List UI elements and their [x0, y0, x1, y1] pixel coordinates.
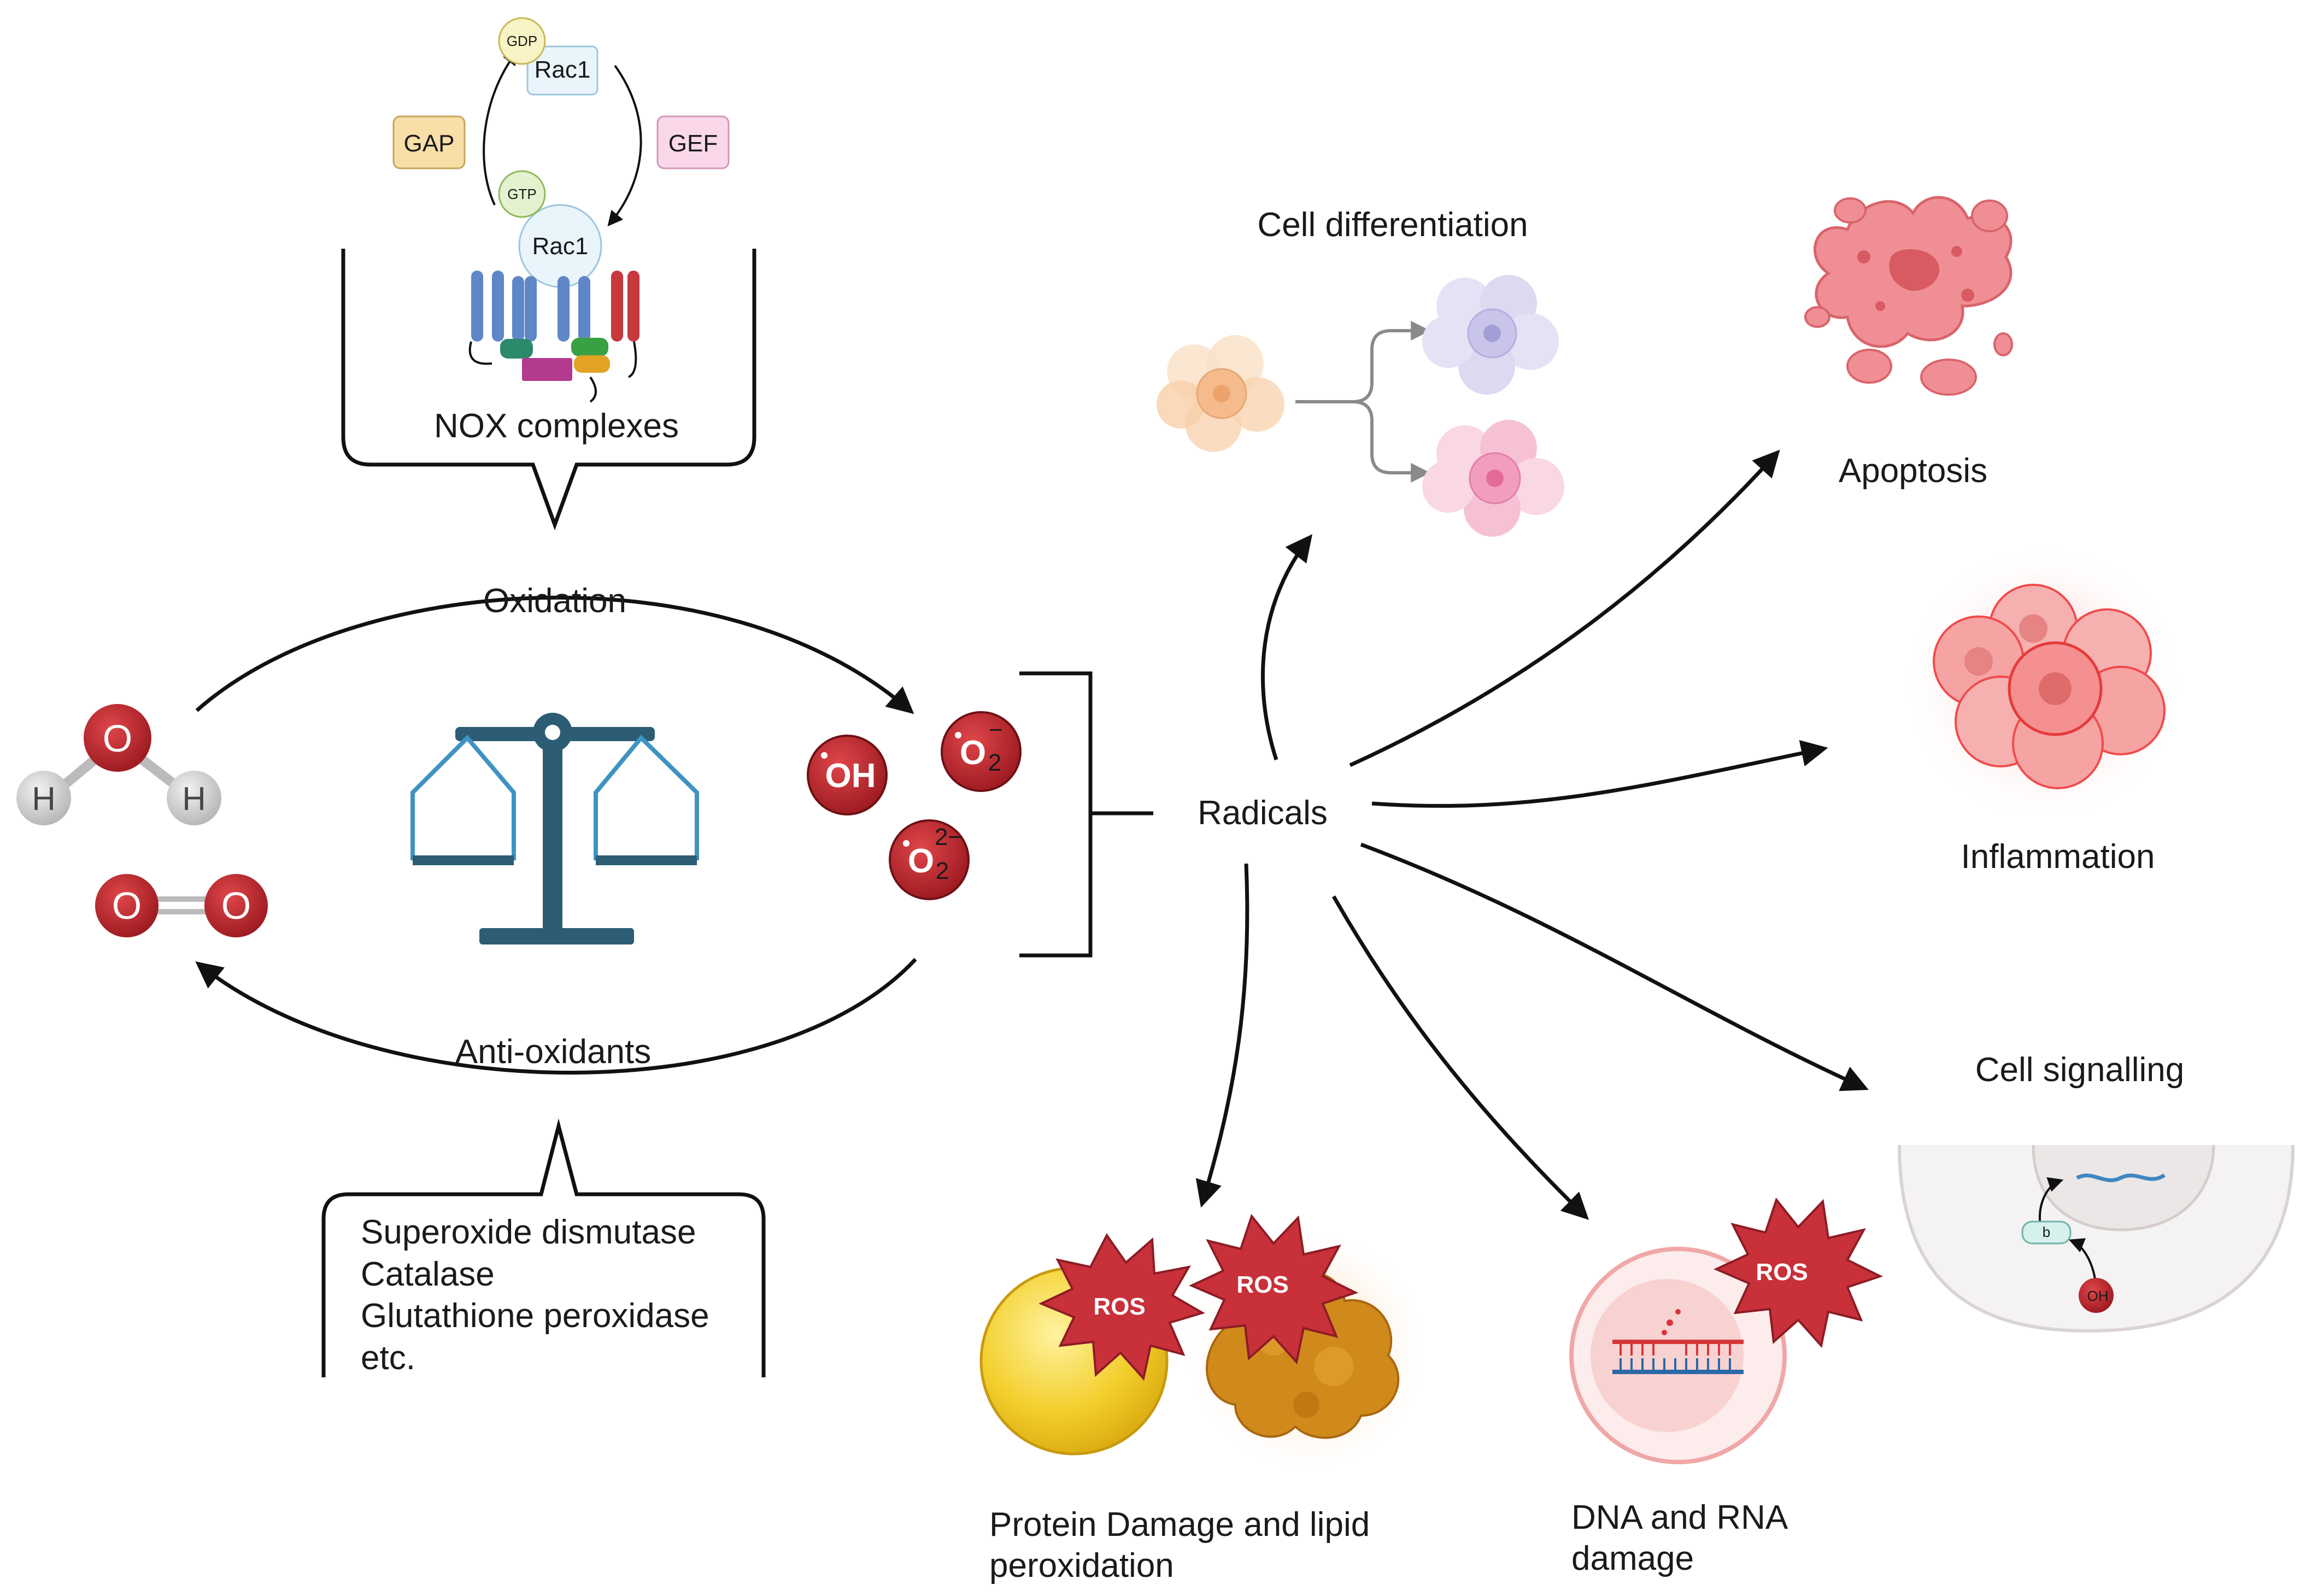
oxidation-arrow [195, 595, 914, 714]
gap-box [392, 115, 466, 169]
nox-complexes-label: NOX complexes [434, 407, 679, 445]
antioxidant-arrow [195, 958, 917, 1075]
antioxidants-label: Anti-oxidants [455, 1033, 651, 1071]
ros-star-3: ROS [1714, 1197, 1884, 1348]
antioxidant-item-1: Catalase [361, 1255, 495, 1293]
ros-label-1: ROS [1093, 1293, 1145, 1320]
radicals-label: Radicals [1198, 794, 1328, 832]
differentiation-arrow-bottom [1352, 400, 1431, 483]
nox-membrane-proteins [468, 271, 639, 403]
rac1-bottom-label: Rac1 [532, 233, 589, 260]
protein-damage-label-line2: peroxidation [989, 1547, 1174, 1585]
outcome-arrows [1195, 449, 1869, 1220]
gef-label: GEF [668, 130, 718, 157]
dna-damage-label-line2: damage [1571, 1540, 1694, 1577]
ros-label-2: ROS [1236, 1271, 1288, 1298]
gap-arrow [483, 49, 519, 206]
ros-star-1: ROS [1038, 1233, 1205, 1381]
antioxidant-item-3: etc. [361, 1339, 415, 1377]
water-oxygen: O [103, 717, 132, 760]
nox-bracket [341, 249, 756, 531]
cell-signalling-label: Cell signalling [1975, 1051, 2185, 1089]
dna-damage-label-line1: DNA and RNA [1571, 1499, 1788, 1536]
cell-signalling-inset: b OH [1898, 1145, 2295, 1333]
inflammation-label: Inflammation [1961, 838, 2155, 876]
antioxidant-list-bracket [321, 1118, 766, 1377]
gdp-label: GDP [507, 33, 537, 49]
gtp-label: GTP [507, 186, 536, 202]
ros-star-2: ROS [1189, 1213, 1359, 1365]
ros-label-3: ROS [1756, 1259, 1808, 1286]
gef-box [656, 115, 730, 169]
peroxide-subscript: 2 [936, 858, 949, 884]
signalling-b-label: b [2043, 1224, 2050, 1240]
water-hydrogen-2: H [182, 781, 206, 817]
signalling-oh-label: OH [2087, 1288, 2109, 1304]
peroxide-label: O [908, 842, 934, 880]
differentiation-arrow-top [1295, 321, 1431, 403]
apoptosis-label: Apoptosis [1839, 452, 1987, 490]
protein-damage-label-line1: Protein Damage and lipid [989, 1506, 1370, 1544]
nox-complex-group: Rac1 GDP GAP GEF Rac1 GTP [341, 17, 756, 531]
cell-differentiation-label: Cell differentiation [1257, 206, 1528, 244]
radicals-bracket [1019, 671, 1153, 958]
superoxide-charge: − [989, 717, 1003, 743]
superoxide-label: O [960, 734, 986, 772]
water-hydrogen-1: H [32, 781, 55, 817]
hydroxyl-radical-label: OH [825, 757, 876, 795]
antioxidant-item-2: Glutathione peroxidase [361, 1297, 709, 1335]
gdp-circle [498, 17, 546, 65]
dna-damage-cell-icon [1569, 1247, 1787, 1464]
peroxide-charge: 2− [935, 824, 962, 850]
gap-label: GAP [404, 130, 455, 157]
gtp-circle [498, 170, 546, 218]
differentiated-cells-pink [1422, 420, 1564, 537]
oxidation-label: Oxidation [483, 582, 626, 620]
stem-cell-cluster [1157, 335, 1284, 452]
antioxidant-item-0: Superoxide dismutase [361, 1213, 696, 1251]
superoxide-subscript: 2 [988, 749, 1001, 776]
inflamed-cells-icon [1902, 541, 2186, 825]
oxygen-molecule: O O [95, 874, 268, 937]
rac1-top-label: Rac1 [535, 56, 591, 83]
oxygen-atom-1: O [112, 884, 142, 927]
radical-species: OH O 2 − O 2 2− [807, 711, 1022, 900]
water-molecule: O H H [16, 704, 221, 825]
apoptotic-cell-icon [1804, 196, 2013, 396]
rac1-gdp-box [526, 45, 599, 96]
gef-arrow [607, 64, 642, 227]
balance-scale-icon [410, 713, 699, 944]
differentiated-cells-purple [1422, 275, 1559, 395]
oxygen-atom-2: O [221, 884, 251, 927]
